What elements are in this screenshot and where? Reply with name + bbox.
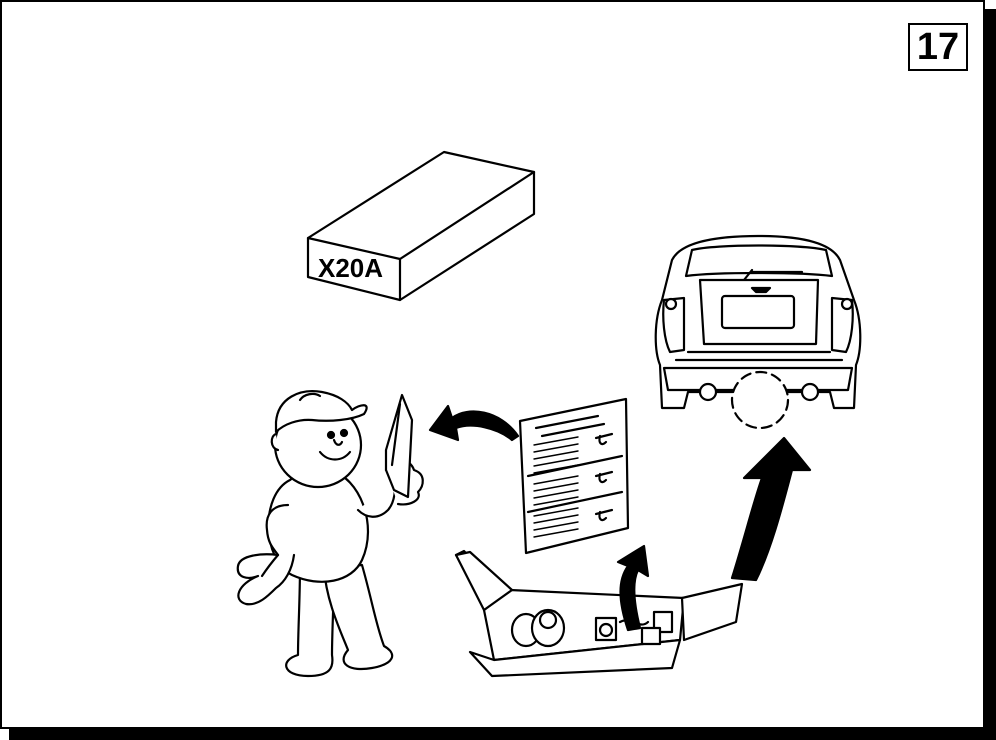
suv-rear-icon <box>656 236 861 428</box>
instruction-sheet-icon <box>520 399 628 553</box>
curved-arrow-icon <box>430 406 518 440</box>
cardboard-box-icon: X20A <box>308 152 534 300</box>
mechanic-character-icon <box>238 391 423 676</box>
box-label: X20A <box>318 253 383 283</box>
curved-arrow-icon <box>732 438 810 580</box>
open-parts-box-icon <box>456 551 742 676</box>
